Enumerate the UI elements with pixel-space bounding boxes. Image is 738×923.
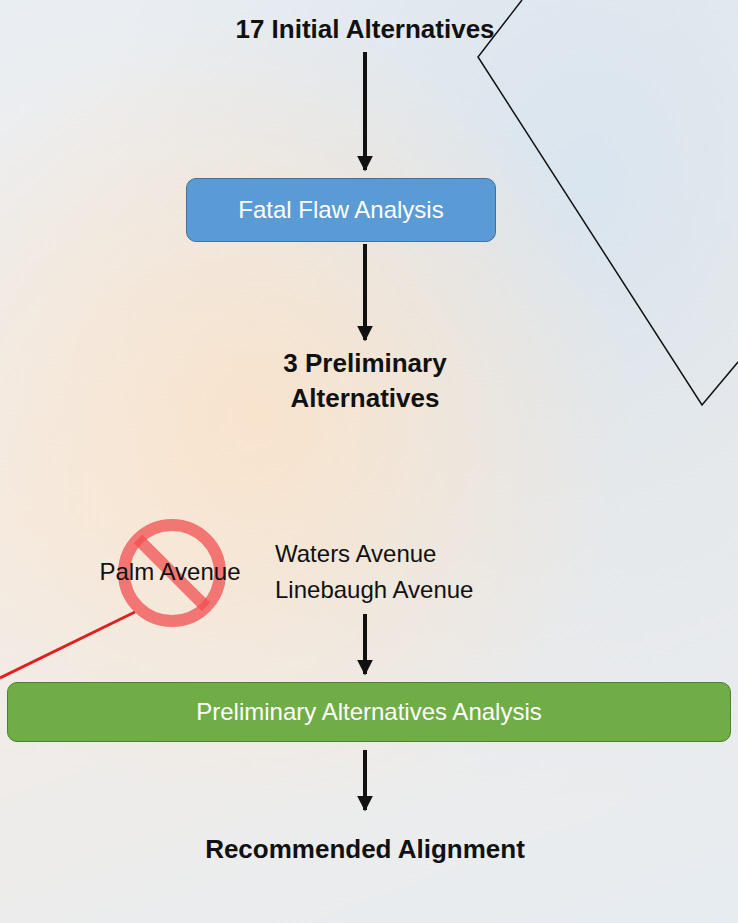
process-box: Preliminary Alternatives Analysis	[7, 682, 731, 742]
flow-arrow	[363, 244, 367, 340]
stage-heading: 3 Preliminary Alternatives	[245, 346, 485, 416]
leader-line	[0, 612, 135, 678]
stage-heading: 17 Initial Alternatives	[165, 12, 565, 47]
process-box: Fatal Flaw Analysis	[186, 178, 496, 242]
alternative-name: Waters Avenue	[275, 538, 515, 570]
callout-wedge	[478, 0, 738, 405]
box-label: Preliminary Alternatives Analysis	[196, 698, 541, 726]
alternative-name: Linebaugh Avenue	[275, 574, 515, 606]
flow-arrow	[363, 750, 367, 810]
flow-arrow	[363, 52, 367, 170]
stage-heading: Recommended Alignment	[155, 832, 575, 867]
flow-arrow	[363, 614, 367, 674]
box-label: Fatal Flaw Analysis	[238, 196, 443, 224]
alternative-name: Palm Avenue	[85, 556, 255, 588]
